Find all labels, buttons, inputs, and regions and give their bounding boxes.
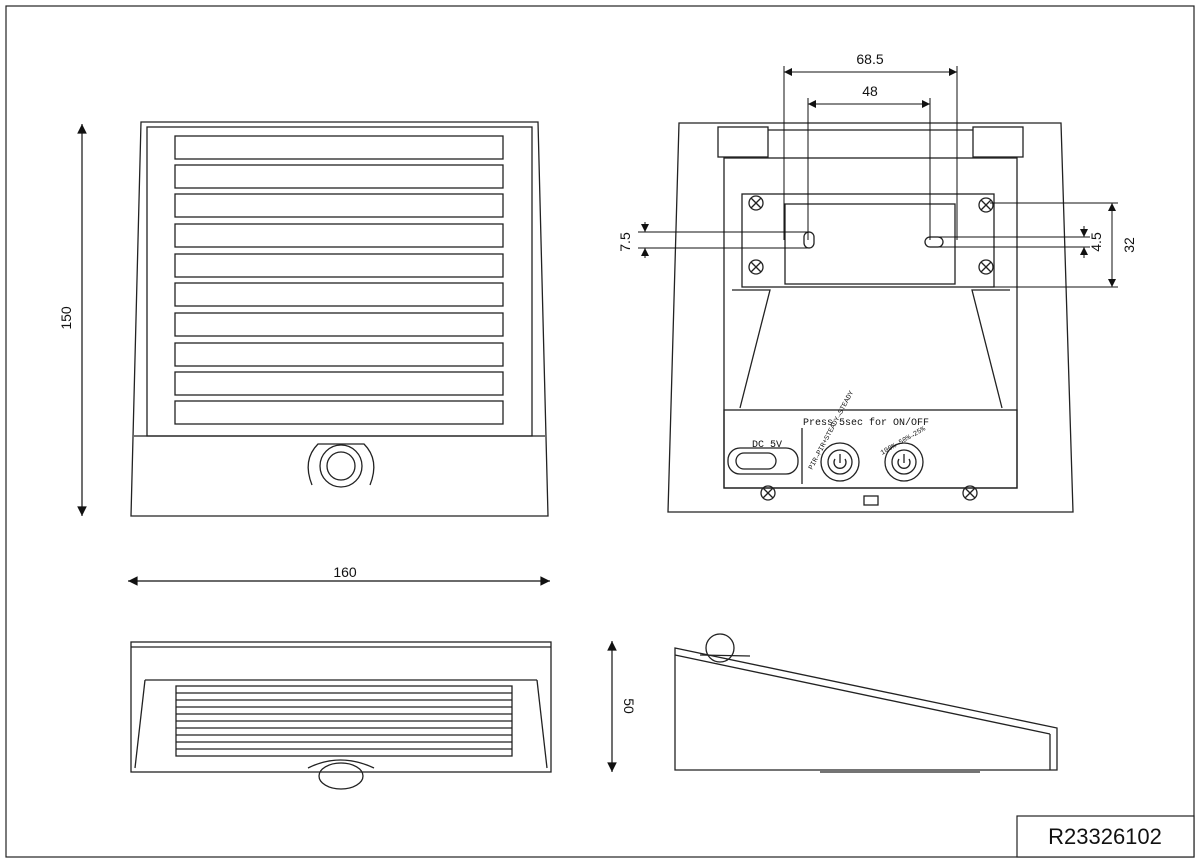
solar-panel-cells (174, 135, 504, 425)
front-view (130, 121, 549, 517)
mount-height-label: 32 (1121, 237, 1137, 253)
power-input-label: DC 5V (752, 440, 782, 451)
usb-port (727, 447, 799, 475)
width-dimension: 160 (128, 564, 551, 586)
depth-label: 50 (621, 698, 637, 714)
mode-switch-label: PIR→PIR+STEADY→STEADY (808, 389, 857, 471)
brightness-button (884, 442, 924, 482)
drawing-border (5, 5, 1195, 858)
depth-dimension: 50 (607, 640, 637, 773)
bottom-view (130, 641, 552, 790)
slot-left-label: 7.5 (617, 232, 633, 252)
height-label: 150 (58, 306, 74, 330)
slot-right-label: 4.5 (1088, 232, 1104, 252)
reference-code-box: R23326102 (1016, 815, 1195, 858)
mount-outer-label: 68.5 (856, 51, 883, 67)
plate-screws (748, 195, 994, 275)
mount-inner-label: 48 (862, 83, 878, 99)
base-screws (760, 485, 978, 501)
height-dimension: 150 (58, 124, 87, 516)
switch-note: Press 5sec for ON/OFF (803, 417, 929, 429)
reference-code: R23326102 (1048, 824, 1162, 849)
rear-view (667, 122, 1074, 513)
mode-button (820, 442, 860, 482)
mounting-plate (741, 193, 995, 288)
motion-sensor (307, 443, 375, 488)
rear-dimensions (638, 66, 1118, 288)
side-view (674, 633, 1058, 773)
width-label: 160 (333, 564, 357, 580)
